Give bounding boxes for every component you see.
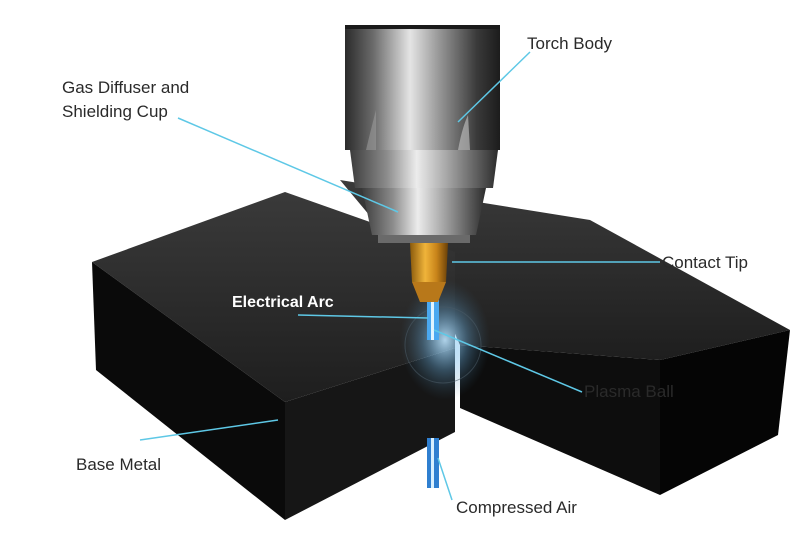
label-base-metal: Base Metal	[76, 455, 162, 474]
leader-lines	[139, 51, 660, 501]
torch-body	[345, 25, 500, 150]
label-compressed-air: Compressed Air	[456, 498, 577, 517]
label-torch-body: Torch Body	[527, 34, 613, 53]
label-electrical-arc: Electrical Arc	[232, 294, 334, 311]
compressed-air-stream	[427, 438, 439, 488]
shielding-cup	[350, 150, 498, 243]
label-contact-tip: Contact Tip	[662, 253, 748, 272]
label-gas-diffuser-line1: Gas Diffuser and	[62, 78, 190, 97]
plasma-glow	[400, 280, 490, 400]
electrical-arc	[427, 300, 439, 340]
label-plasma-ball: Plasma Ball	[584, 382, 674, 401]
label-gas-diffuser-line2: Shielding Cup	[62, 102, 168, 121]
contact-tip	[410, 243, 448, 302]
left-metal-block	[92, 192, 455, 520]
